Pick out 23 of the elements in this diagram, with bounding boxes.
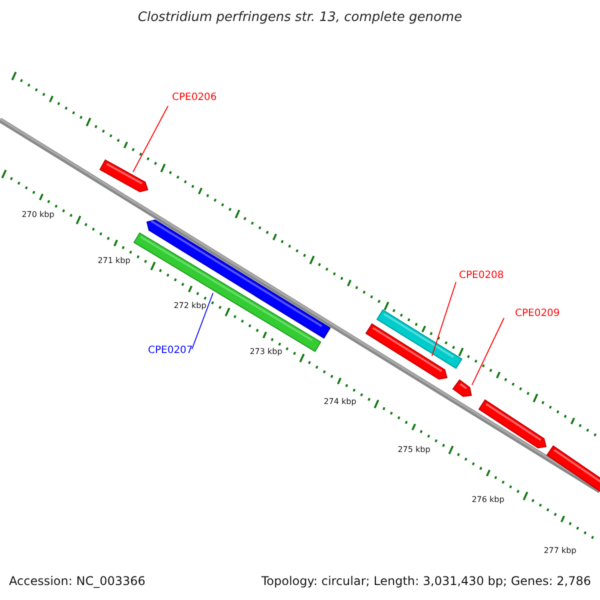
leader-line bbox=[472, 318, 504, 386]
gene-block bbox=[452, 380, 471, 396]
scale-label: 275 kbp bbox=[398, 445, 430, 454]
gene-block bbox=[478, 400, 546, 448]
gene-label: CPE0208 bbox=[459, 270, 504, 281]
scale-label: 271 kbp bbox=[98, 256, 130, 265]
title: Clostridium perfringens str. 13, complete genome bbox=[138, 10, 462, 25]
scale-label: 273 kbp bbox=[250, 347, 282, 356]
scale-label: 272 kbp bbox=[174, 301, 206, 310]
scale-label: 270 kbp bbox=[22, 210, 54, 219]
gene-label: CPE0207 bbox=[148, 345, 193, 356]
leader-line bbox=[432, 282, 456, 356]
accession-text: Accession: NC_003366 bbox=[9, 574, 146, 588]
gene-label: CPE0206 bbox=[172, 92, 217, 103]
leader-line bbox=[132, 106, 168, 172]
gene-label: CPE0209 bbox=[515, 308, 560, 319]
gene-block bbox=[366, 324, 447, 380]
scale-label: 274 kbp bbox=[324, 397, 356, 406]
genome-summary-text: Topology: circular; Length: 3,031,430 bp; Genes: 2,786 bbox=[261, 574, 591, 588]
gene-block bbox=[100, 160, 148, 192]
scale-label: 277 kbp bbox=[544, 546, 576, 555]
scale-label: 276 kbp bbox=[472, 495, 504, 504]
leader-line bbox=[192, 292, 214, 350]
